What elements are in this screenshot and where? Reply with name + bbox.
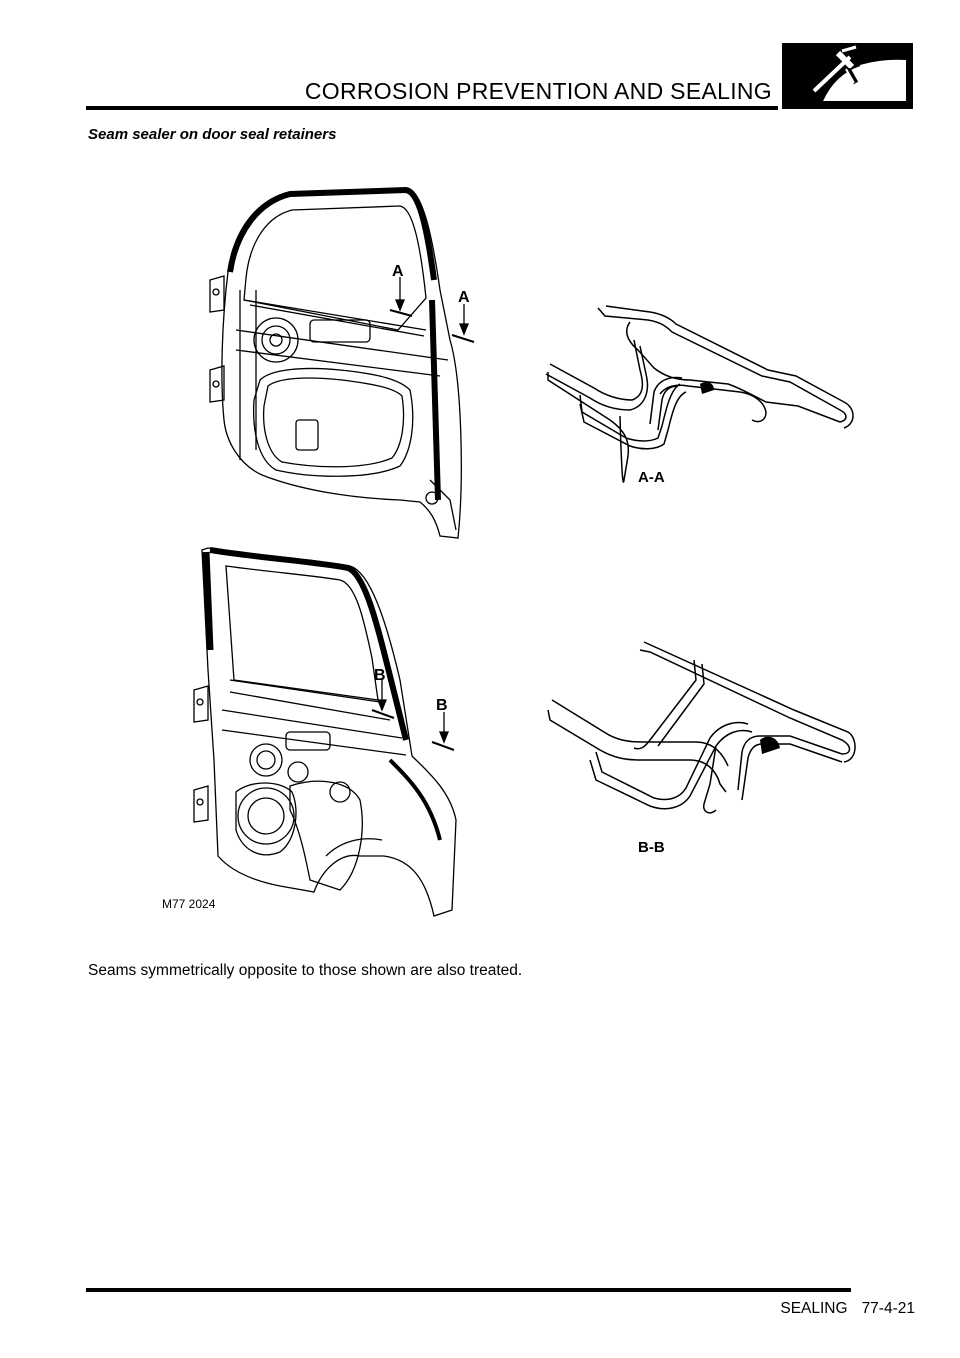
footer-page-number: 77-4-21 [861,1300,915,1317]
section-label-bb: B-B [638,839,665,856]
marker-a-2: A [458,289,470,306]
header-rule [86,106,778,110]
marker-a-1: A [392,263,404,280]
section-label-aa: A-A [638,469,665,486]
page-footer: SEALING 77-4-21 [600,1300,915,1318]
page-header-title: CORROSION PREVENTION AND SEALING [304,78,772,104]
section-bb-profile [547,641,856,814]
section-title: Seam sealer on door seal retainers [88,126,337,143]
sealer-bead-bb [760,736,780,754]
footer-rule [86,1288,851,1292]
footer-section-name: SEALING [780,1300,848,1317]
body-paragraph: Seams symmetrically opposite to those sh… [88,962,523,979]
front-door-drawing [209,186,462,539]
vehicle-wing-sealant-gun-icon [782,43,913,109]
rear-door-drawing [193,547,457,917]
door-seam-sealer-illustration: A A A-A [150,180,870,920]
marker-b-2: B [436,697,448,714]
marker-b-1: B [374,667,386,684]
sealer-bead-aa [700,382,714,394]
figure-reference: M77 2024 [162,897,216,911]
section-aa-profile [545,305,854,483]
section-a-markers [389,277,475,343]
section-b-markers [371,678,455,751]
